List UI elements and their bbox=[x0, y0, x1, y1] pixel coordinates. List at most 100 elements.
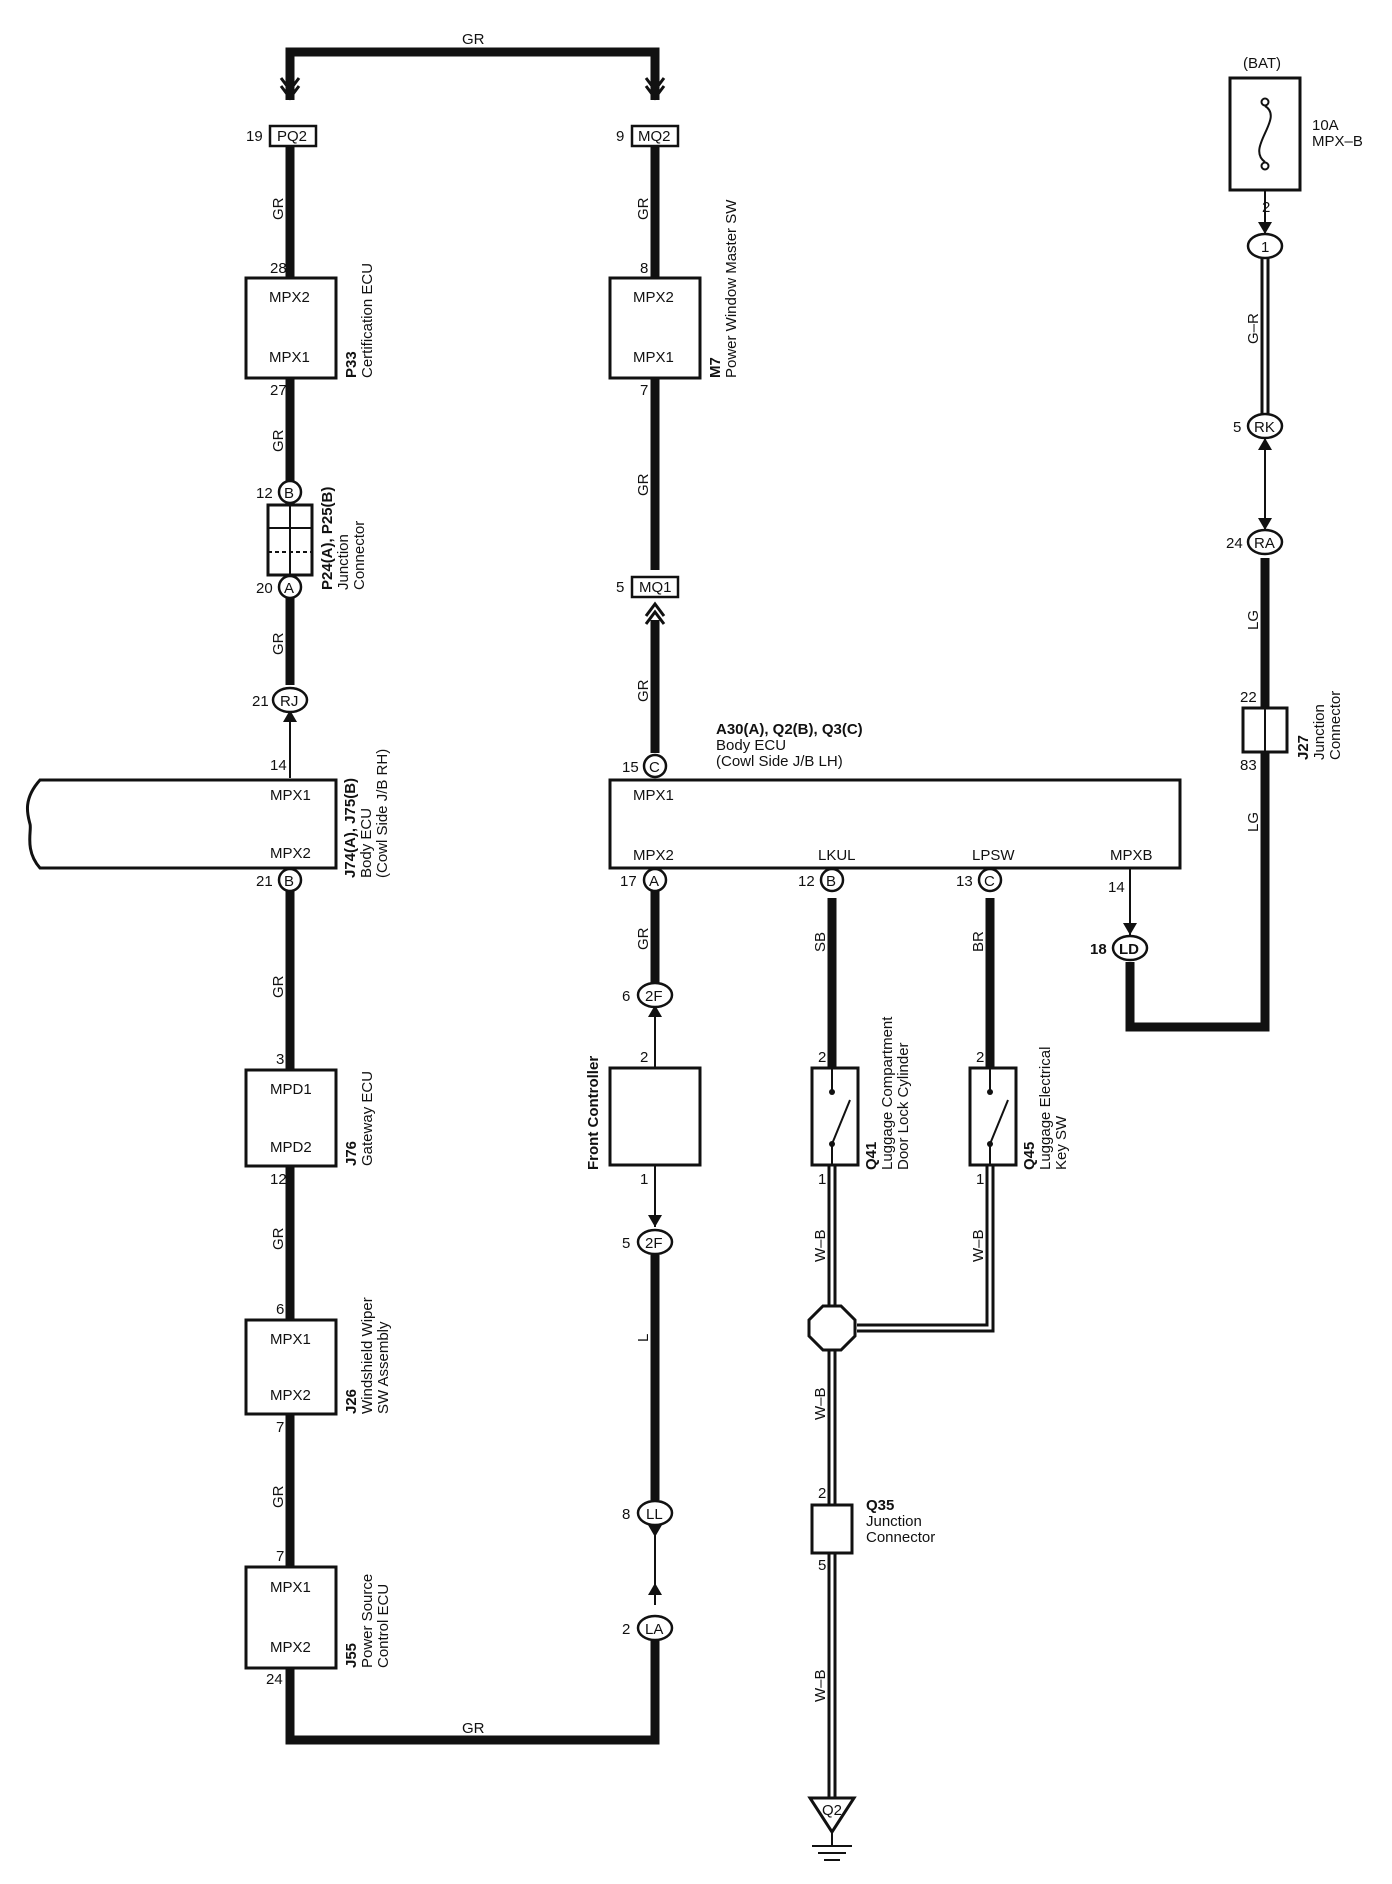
pin-number: 2 bbox=[976, 1049, 984, 1066]
pin-number: 2 bbox=[622, 1621, 630, 1638]
connector-ld: LD 18 bbox=[1090, 934, 1149, 962]
pin-number: 21 bbox=[256, 873, 273, 890]
component-p24-junction-connector: P24(A), P25(B) Junction Connector bbox=[266, 487, 368, 590]
terminal-label: MPX1 bbox=[269, 349, 310, 366]
connector-mq1: MQ1 5 bbox=[616, 575, 680, 599]
fuse-element-icon bbox=[1258, 105, 1272, 163]
gr-bus-left-loop bbox=[285, 47, 660, 1745]
switch-blade-icon bbox=[989, 1099, 1009, 1145]
connector-label: LA bbox=[645, 1621, 663, 1638]
component-name: Junction bbox=[335, 534, 352, 590]
wire-label: GR bbox=[270, 429, 287, 452]
connector-label: LL bbox=[646, 1506, 663, 1523]
fuse-terminal-icon bbox=[1260, 161, 1270, 171]
arrow-up-mq1-icon bbox=[644, 601, 666, 625]
pin-number: 6 bbox=[276, 1301, 284, 1318]
pin-number: 5 bbox=[1233, 419, 1241, 436]
component-code: J55 bbox=[343, 1643, 360, 1668]
connector-2f-top: 2F 6 bbox=[622, 981, 674, 1009]
arrow-down-ll-icon bbox=[648, 1525, 662, 1537]
connector-b-j74: B 21 bbox=[256, 867, 303, 893]
component-p33-certification-ecu: MPX2 MPX1 28 27 P33 Certification ECU bbox=[244, 260, 376, 399]
component-name: Junction bbox=[1311, 704, 1328, 760]
signal-wires bbox=[827, 558, 1270, 1068]
connector-rj: RJ 21 bbox=[252, 686, 309, 714]
connector-rk: RK 5 bbox=[1233, 412, 1284, 440]
component-j27-junction-connector: 22 83 J27 Junction Connector bbox=[1240, 689, 1344, 774]
pin-number: 17 bbox=[620, 873, 637, 890]
arrow-down-mq2-icon bbox=[644, 77, 666, 101]
component-name-2: Door Lock Cylinder bbox=[895, 1042, 912, 1170]
component-name: Front Controller bbox=[585, 1056, 602, 1170]
terminal-label: MPX2 bbox=[633, 289, 674, 306]
connector-label: MQ2 bbox=[638, 128, 671, 145]
pin-number: 27 bbox=[270, 382, 287, 399]
component-name-2: (Cowl Side J/B RH) bbox=[374, 749, 391, 878]
connector-ll: LL 8 bbox=[622, 1499, 674, 1527]
component-name-2: Key SW bbox=[1053, 1115, 1070, 1170]
pin-number: 8 bbox=[640, 260, 648, 277]
pin-number: 14 bbox=[1108, 879, 1125, 896]
pin-number: 13 bbox=[956, 873, 973, 890]
component-fuse-mpx-b: (BAT) 10A MPX–B bbox=[1228, 55, 1363, 234]
terminal-label: LPSW bbox=[972, 847, 1015, 864]
connector-label: B bbox=[284, 485, 294, 502]
component-code: P24(A), P25(B) bbox=[319, 487, 336, 590]
pin-number: 1 bbox=[976, 1171, 984, 1188]
connector-label: C bbox=[984, 873, 995, 890]
arrow-down-pq2-icon bbox=[279, 77, 301, 101]
connector-a-p24: A 20 bbox=[256, 574, 303, 600]
terminal-label: MPX1 bbox=[633, 787, 674, 804]
component-name: Certification ECU bbox=[359, 263, 376, 378]
pin-number: 28 bbox=[270, 260, 287, 277]
pin-number: 22 bbox=[1240, 689, 1257, 706]
terminal-label: MPX1 bbox=[633, 349, 674, 366]
pin-number: 7 bbox=[276, 1419, 284, 1436]
pin-number: 5 bbox=[818, 1557, 826, 1574]
fuse-rating: 10A bbox=[1312, 117, 1339, 134]
connector-label: RK bbox=[1254, 419, 1275, 436]
terminal-label: MPD1 bbox=[270, 1081, 312, 1098]
connector-label: B bbox=[284, 873, 294, 890]
connector-label: Q2 bbox=[822, 1802, 842, 1819]
terminal-label: LKUL bbox=[818, 847, 856, 864]
pin-number: 15 bbox=[622, 759, 639, 776]
wire-label: GR bbox=[270, 197, 287, 220]
wire-labels: GR GR GR GR GR GR GR GR GR GR GR GR L SB… bbox=[270, 31, 1262, 1737]
component-code: A30(A), Q2(B), Q3(C) bbox=[716, 721, 863, 738]
connector-la: LA 2 bbox=[622, 1614, 674, 1642]
connector-label: C bbox=[649, 759, 660, 776]
pin-number: 12 bbox=[256, 485, 273, 502]
terminal-label: MPX1 bbox=[270, 1579, 311, 1596]
pin-number: 6 bbox=[622, 988, 630, 1005]
pin-number: 2 bbox=[1262, 199, 1270, 216]
wire-label: GR bbox=[270, 975, 287, 998]
wire-label: GR bbox=[270, 632, 287, 655]
component-name-2: Connector bbox=[351, 521, 368, 590]
component-q41-door-lock-cylinder: 2 1 Q41 Luggage Compartment Door Lock Cy… bbox=[810, 1016, 912, 1188]
pin-number: 19 bbox=[246, 128, 263, 145]
arrow-down-2f-icon bbox=[648, 1215, 662, 1227]
connector-label: MQ1 bbox=[639, 579, 672, 596]
arrow-down-ld-icon bbox=[1123, 923, 1137, 935]
pin-number: 5 bbox=[622, 1235, 630, 1252]
pin-number: 3 bbox=[276, 1051, 284, 1068]
wire-label: GR bbox=[635, 927, 652, 950]
component-name-2: Connector bbox=[866, 1529, 935, 1546]
pin-number: 8 bbox=[622, 1506, 630, 1523]
connector-label: PQ2 bbox=[277, 128, 307, 145]
fuse-terminal-icon bbox=[1260, 97, 1270, 107]
connector-ra: RA 24 bbox=[1226, 528, 1284, 556]
ground-q2: Q2 bbox=[807, 1796, 857, 1861]
terminal-label: MPX1 bbox=[270, 1331, 311, 1348]
arrow-up-la-icon bbox=[648, 1583, 662, 1595]
wire-label: GR bbox=[270, 1485, 287, 1508]
component-name: Power Window Master SW bbox=[723, 199, 740, 378]
terminal-label: MPXB bbox=[1110, 847, 1153, 864]
component-q45-luggage-key-sw: 2 1 Q45 Luggage Electrical Key SW bbox=[968, 1047, 1070, 1188]
component-code: J27 bbox=[1295, 735, 1312, 760]
wire-label: GR bbox=[635, 679, 652, 702]
wire-label: W–B bbox=[812, 1229, 829, 1262]
connector-label: B bbox=[826, 873, 836, 890]
